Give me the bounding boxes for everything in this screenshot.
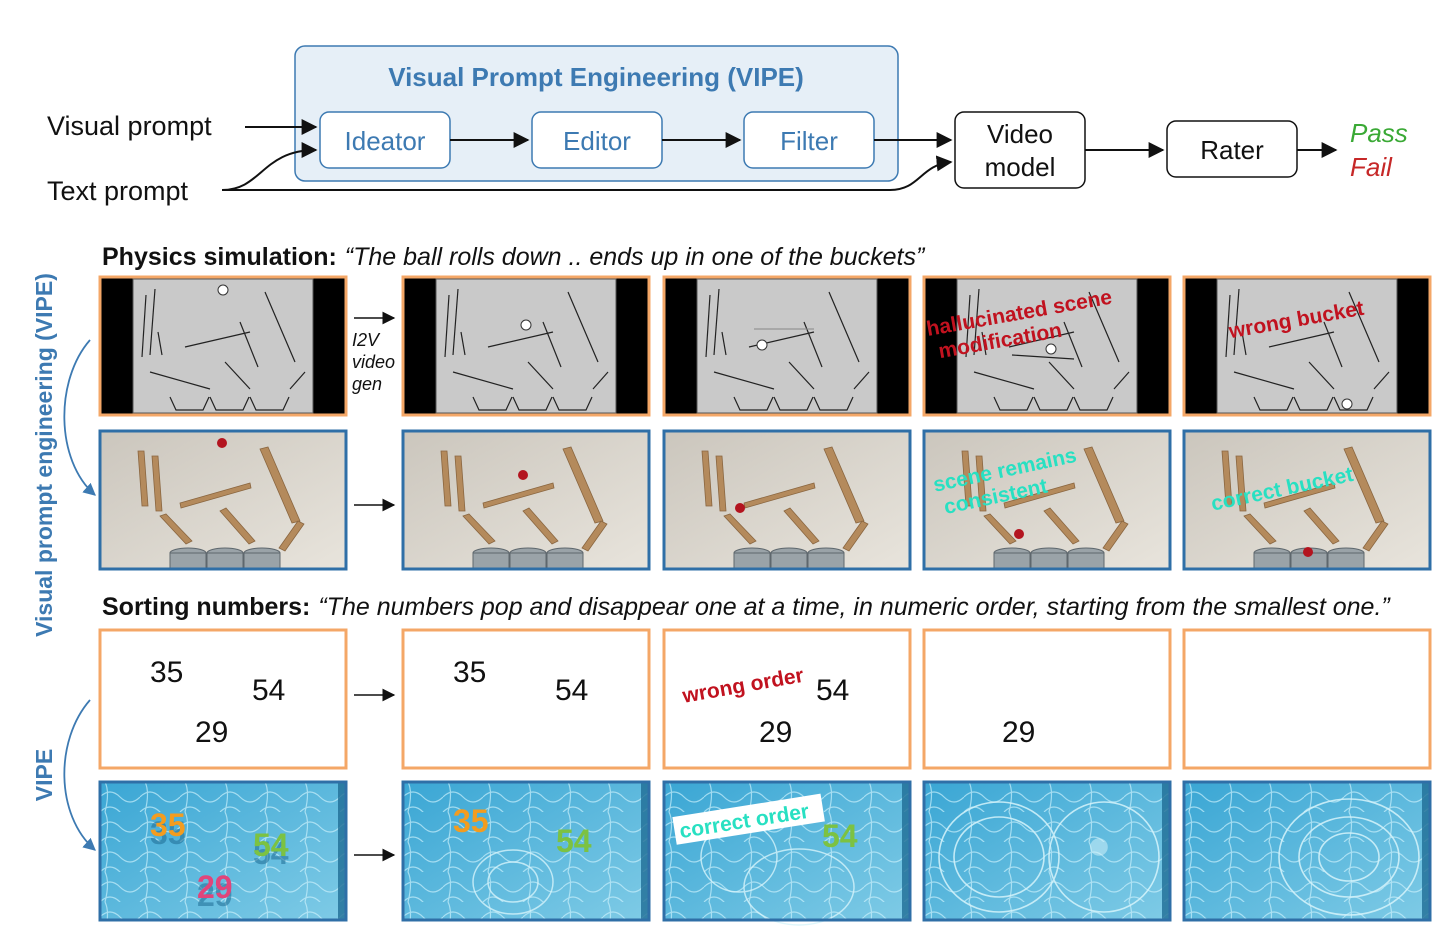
pool-frame-3: 54 correct order [662,780,912,926]
side-label-vipe-long: Visual prompt engineering (VIPE) [31,273,57,637]
numbers-frame-1: 35 54 29 [98,628,348,770]
number-29: 29 [195,716,228,749]
photo-frame-4: scene remains consistent [922,429,1172,571]
vipe-title: Visual Prompt Engineering (VIPE) [388,62,804,92]
i2v-arrow: I2V video gen [352,311,396,394]
sorting-title: Sorting numbers: [102,593,310,621]
fail-label: Fail [1350,152,1393,182]
video-model-line2: model [985,152,1056,182]
physics-header: Physics simulation: “The ball rolls down … [102,243,926,271]
pool-54: 54 [556,823,592,859]
number-35: 35 [453,656,486,689]
pool-35: 35 [453,803,489,839]
visual-prompt-label: Visual prompt [47,111,212,141]
photo-frame-1 [98,429,348,571]
pool-35: 35 [150,807,186,843]
pass-label: Pass [1350,118,1408,148]
photo-frame-5: correct bucket [1182,429,1432,571]
ideator-label: Ideator [345,126,426,156]
rater-label: Rater [1200,135,1264,165]
photo-frame-3 [662,429,912,571]
number-54: 54 [555,674,588,707]
sim-frame-2 [401,275,651,417]
physics-prompt: “The ball rolls down .. ends up in one o… [345,243,926,271]
pool-frame-2: 35 54 [401,780,651,922]
side-label-vipe-short: VIPE [31,749,57,801]
pool-frame-1: 35 35 54 54 29 29 [98,780,348,922]
sorting-prompt: “The numbers pop and disappear one at a … [318,593,1391,621]
pool-frame-4 [922,780,1172,922]
side-curve-arrow-bottom [63,699,96,851]
numbers-frame-5 [1182,628,1432,770]
number-54: 54 [252,674,285,707]
pool-29-shadow: 29 [197,877,233,913]
video-model-line1: Video [987,119,1053,149]
numbers-frame-4: 29 [922,628,1172,770]
i2v-line2: video [352,352,395,372]
sim-frame-5: wrong bucket [1182,275,1432,417]
pool-54: 54 [253,827,289,863]
numbers-frame-3: 54 29 wrong order [662,628,912,770]
pool-54-shadow: 54 [253,835,289,871]
filter-label: Filter [780,126,838,156]
sorting-header: Sorting numbers: “The numbers pop and dis… [102,593,1391,621]
editor-label: Editor [563,126,631,156]
number-35: 35 [150,656,183,689]
text-to-ideator-arrow [221,142,318,191]
pool-54: 54 [822,818,858,854]
pool-frame-5 [1182,780,1432,922]
pool-35-shadow: 35 [150,815,186,851]
sim-frame-1 [98,275,348,417]
rater-box [1166,120,1298,178]
photo-frame-2 [401,429,651,571]
side-curve-arrow-top [63,339,96,496]
number-29: 29 [1002,716,1035,749]
sim-frame-3 [662,275,912,417]
sim-frame-4: hallucinated scene modification [922,275,1172,417]
video-model-box [954,111,1086,189]
numbers-frame-2: 35 54 [401,628,651,770]
text-prompt-label: Text prompt [47,176,189,206]
text-to-video-arrow [222,155,953,191]
physics-title: Physics simulation: [102,243,337,271]
pool-29: 29 [197,869,233,905]
i2v-line3: gen [352,374,382,394]
number-29: 29 [759,716,792,749]
i2v-line1: I2V [352,330,381,350]
number-54: 54 [816,674,849,707]
